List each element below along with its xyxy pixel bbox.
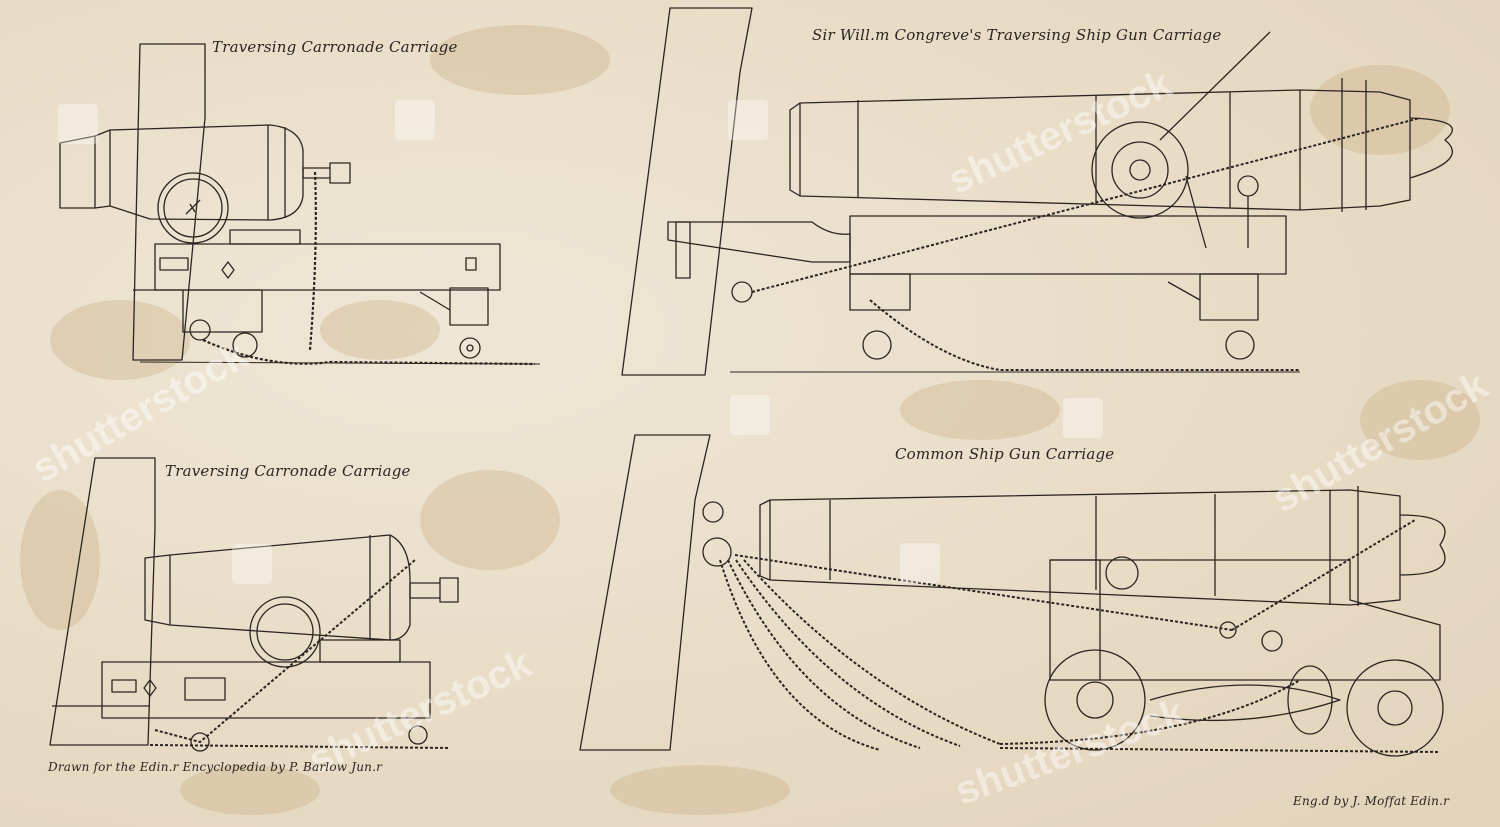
figure-top-right-congreve	[621, 7, 1453, 376]
breeching-rope	[734, 554, 1233, 631]
breeching-rope	[154, 559, 416, 743]
foxing-stains	[20, 25, 1480, 815]
carronade-barrel	[59, 124, 304, 221]
ship-side-wall	[579, 434, 711, 751]
title-top-left: Traversing Carronade Carriage	[212, 38, 458, 56]
front-truck-wheel	[1044, 649, 1146, 751]
carriage-body	[101, 661, 431, 719]
watermark-icon	[1063, 398, 1103, 438]
credit-engraved: Eng.d by J. Moffat Edin.r	[1293, 794, 1450, 808]
title-top-right: Sir Will.m Congreve's Traversing Ship Gu…	[812, 26, 1222, 44]
trunnion-plate	[157, 172, 229, 244]
title-bottom-right: Common Ship Gun Carriage	[895, 445, 1115, 463]
carriage-bed	[667, 221, 851, 263]
carriage-body	[154, 243, 501, 291]
tackle-rope	[751, 117, 1421, 293]
ship-side-wall	[49, 457, 156, 746]
ship-gun-barrel	[759, 489, 1401, 606]
ship-side-wall	[132, 43, 206, 361]
elevating-lever	[1159, 31, 1271, 141]
title-bottom-left: Traversing Carronade Carriage	[165, 462, 411, 480]
ship-side-wall	[621, 7, 753, 376]
trunnion-plate	[249, 596, 321, 668]
watermark-icon	[58, 104, 98, 144]
figure-bottom-left-carronade	[49, 457, 459, 752]
ship-gun-barrel	[789, 89, 1411, 211]
watermark-icon	[395, 100, 435, 140]
watermark-icon	[730, 395, 770, 435]
credit-drawn: Drawn for the Edin.r Encyclopedia by P. …	[48, 760, 383, 774]
figure-top-left-carronade	[59, 43, 541, 366]
carriage-body	[849, 215, 1287, 275]
figure-bottom-right-common	[579, 434, 1446, 757]
watermark-icon	[728, 100, 768, 140]
watermark-icon	[900, 543, 940, 583]
watermark-icon	[232, 544, 272, 584]
rear-truck-wheel	[1346, 659, 1444, 757]
